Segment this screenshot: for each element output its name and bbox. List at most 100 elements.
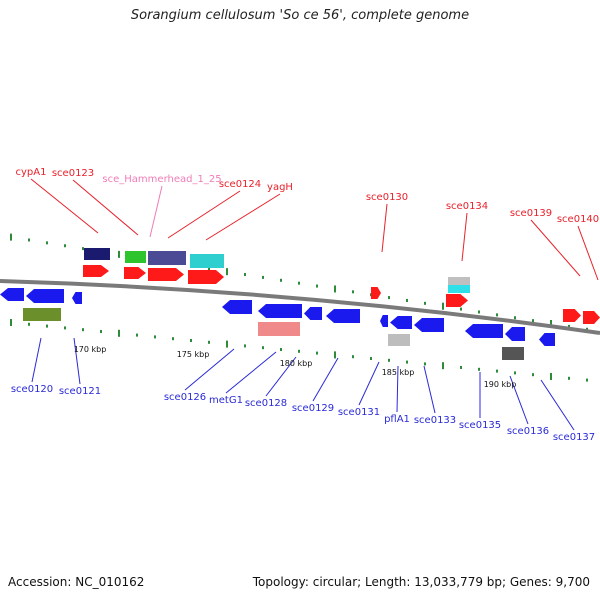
callout-line [358,361,380,406]
scale-label: 185 kbp [382,368,415,377]
gene-block [448,277,470,285]
callout-line [312,357,339,402]
callout-line [381,203,388,253]
tick-mark [424,301,426,305]
tick-mark [388,296,390,300]
tick-mark [460,307,462,311]
reverse-gene-arrow [258,304,302,318]
forward-gene-arrow [583,311,600,324]
tick-mark [514,316,516,320]
callout-line [577,225,599,281]
tick-mark [262,346,264,350]
gene-label: pflA1 [384,414,410,425]
tick-mark [298,281,300,285]
scale-label: 190 kbp [484,380,517,389]
tick-mark [10,319,12,326]
tick-mark [406,360,408,364]
tick-mark [244,273,246,277]
tick-mark [136,333,138,337]
forward-gene-arrow [83,265,109,277]
forward-gene-arrow [124,267,146,279]
tick-mark [226,340,228,348]
callout-line [540,379,575,431]
gene-label: cypA1 [16,167,47,178]
genome-backbone [0,279,600,335]
tick-mark [118,250,120,258]
scale-label: 170 kbp [74,345,107,354]
tick-mark [118,329,120,337]
gene-block [448,285,470,293]
reverse-gene-arrow [26,289,64,303]
gene-features [0,248,600,360]
tick-mark [280,278,282,282]
genome-info-text: Topology: circular; Length: 13,033,779 b… [252,575,590,589]
gene-block [258,322,300,336]
tick-mark [568,324,570,328]
reverse-gene-arrow [222,300,252,314]
reverse-gene-arrow [505,327,525,341]
tick-mark [442,362,444,370]
callout-line [423,365,436,414]
gene-block [125,251,146,263]
callout-line [30,178,99,234]
tick-mark [352,290,354,294]
tick-mark [532,373,534,377]
gene-label: sce0137 [553,432,595,443]
tick-mark [262,275,264,279]
gene-label: sce0131 [338,407,380,418]
tick-mark [64,244,66,248]
tick-mark [406,298,408,302]
forward-gene-arrow [446,294,468,307]
map-title: Sorangium cellulosum 'So ce 56', complet… [130,8,470,23]
reverse-gene-arrow [326,309,360,323]
tick-mark [316,351,318,355]
tick-mark [82,328,84,332]
tick-mark [280,348,282,351]
tick-mark [46,324,48,328]
reverse-gene-arrow [304,307,322,320]
tick-mark [478,367,480,371]
tick-mark [532,319,534,323]
tick-mark [208,267,210,271]
gene-label: sce_Hammerhead_1_25 [102,174,221,185]
callout-line [205,193,281,241]
gene-label: sce0121 [59,386,101,397]
gene-block [148,251,186,265]
tick-mark [442,302,444,310]
gene-block [23,308,61,321]
callout-line [265,356,297,397]
callout-line [530,219,581,277]
tick-mark [244,344,246,348]
tick-mark [334,351,336,359]
tick-mark [514,371,516,375]
tick-mark [298,349,300,353]
callout-line [73,337,81,385]
reverse-gene-arrow [0,288,24,301]
tick-mark [208,340,210,344]
gene-block [84,248,110,260]
tick-mark [316,284,318,288]
gene-label: sce0126 [164,392,206,403]
reverse-gene-arrow [380,315,388,327]
callout-line [72,179,139,236]
gene-block [502,347,524,360]
tick-mark [460,366,462,369]
scale-label: 175 kbp [177,350,210,359]
tick-mark [496,313,498,317]
forward-gene-arrow [371,287,381,299]
tick-mark [568,376,570,380]
callout-line [31,337,42,383]
reverse-gene-arrow [465,324,503,338]
gene-label: sce0128 [245,398,287,409]
gene-block [190,254,224,268]
gene-label: sce0139 [510,208,552,219]
tick-mark [46,241,48,245]
tick-mark [550,320,552,327]
tick-mark [478,310,480,314]
gene-label: sce0135 [459,420,501,431]
tick-mark [352,355,354,359]
tick-mark [10,233,12,241]
